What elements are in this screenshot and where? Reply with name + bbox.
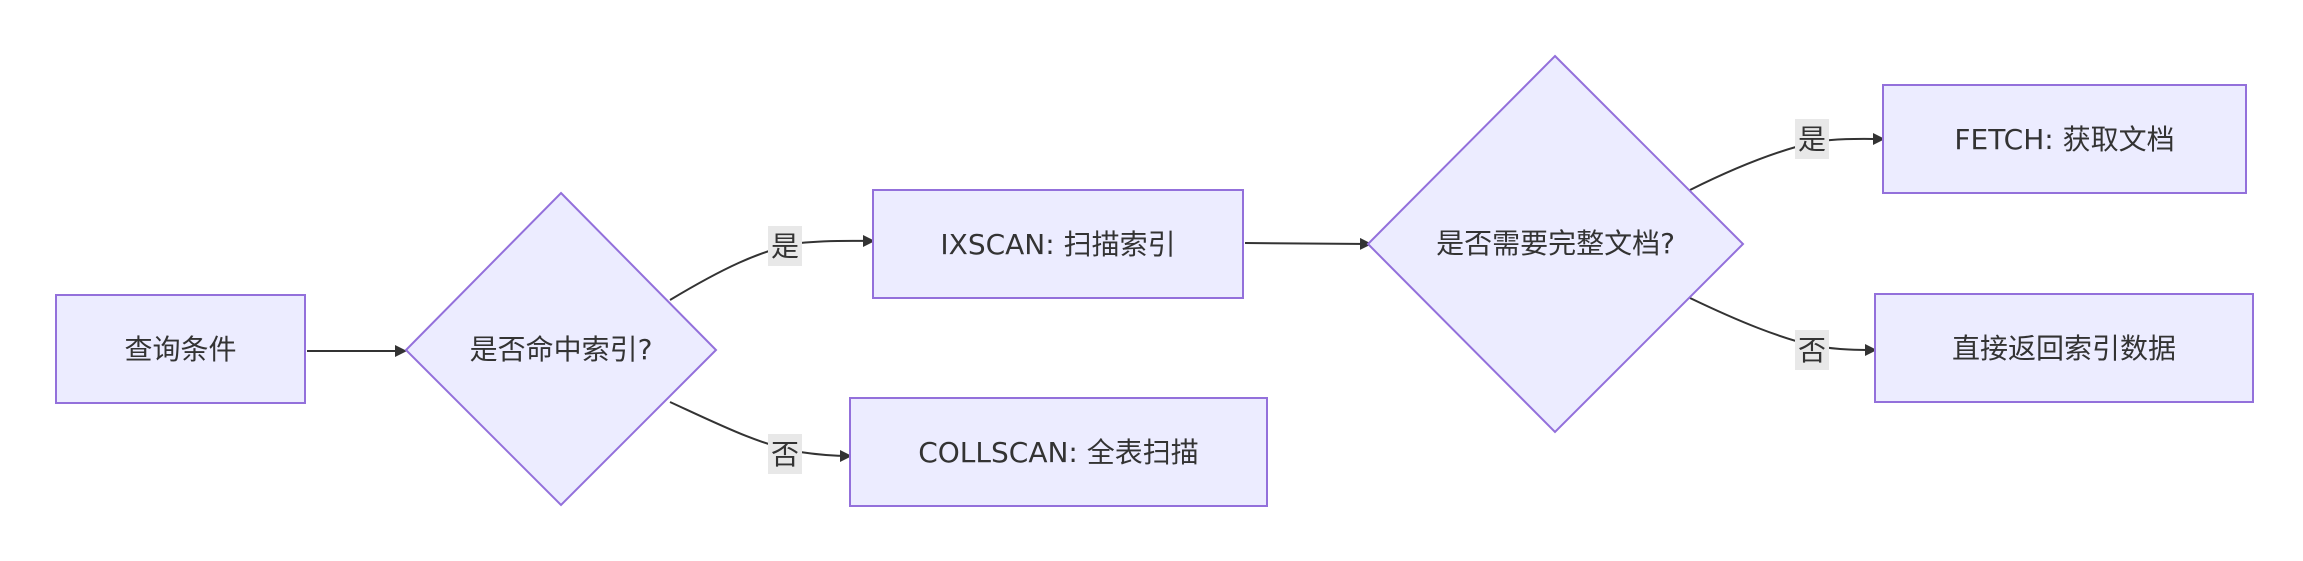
svg-text:是: 是 [1798, 123, 1826, 156]
svg-text:FETCH: 获取文档: FETCH: 获取文档 [1954, 123, 2174, 156]
node-return-index-data: 直接返回索引数据 [1874, 293, 2254, 403]
edge-label-doc-yes: 是 [1795, 119, 1829, 159]
svg-text:直接返回索引数据: 直接返回索引数据 [1952, 332, 2176, 365]
svg-text:是否命中索引?: 是否命中索引? [470, 333, 653, 366]
svg-text:否: 否 [771, 438, 799, 471]
node-index-hit-decision: 是否命中索引? [404, 191, 718, 507]
svg-text:否: 否 [1798, 334, 1826, 367]
edge-index-no-to-collscan [669, 401, 852, 462]
edge-doc-no-to-return [1689, 297, 1877, 356]
edge-label-index-yes: 是 [768, 226, 802, 266]
node-need-full-doc-decision: 是否需要完整文档? [1366, 54, 1745, 434]
node-ixscan: IXSCAN: 扫描索引 [872, 189, 1244, 299]
svg-text:COLLSCAN: 全表扫描: COLLSCAN: 全表扫描 [918, 436, 1199, 469]
node-collscan: COLLSCAN: 全表扫描 [849, 397, 1268, 507]
svg-text:是否需要完整文档?: 是否需要完整文档? [1436, 227, 1675, 260]
edge-ixscan-to-doc-decision [1244, 237, 1372, 250]
node-fetch: FETCH: 获取文档 [1882, 84, 2247, 194]
svg-text:是: 是 [771, 230, 799, 263]
svg-text:查询条件: 查询条件 [124, 333, 236, 366]
edge-label-index-no: 否 [768, 434, 802, 474]
edge-label-doc-no: 否 [1795, 330, 1829, 370]
node-query-conditions: 查询条件 [55, 294, 306, 404]
svg-text:IXSCAN: 扫描索引: IXSCAN: 扫描索引 [940, 228, 1175, 261]
edge-doc-yes-to-fetch [1689, 132, 1885, 191]
